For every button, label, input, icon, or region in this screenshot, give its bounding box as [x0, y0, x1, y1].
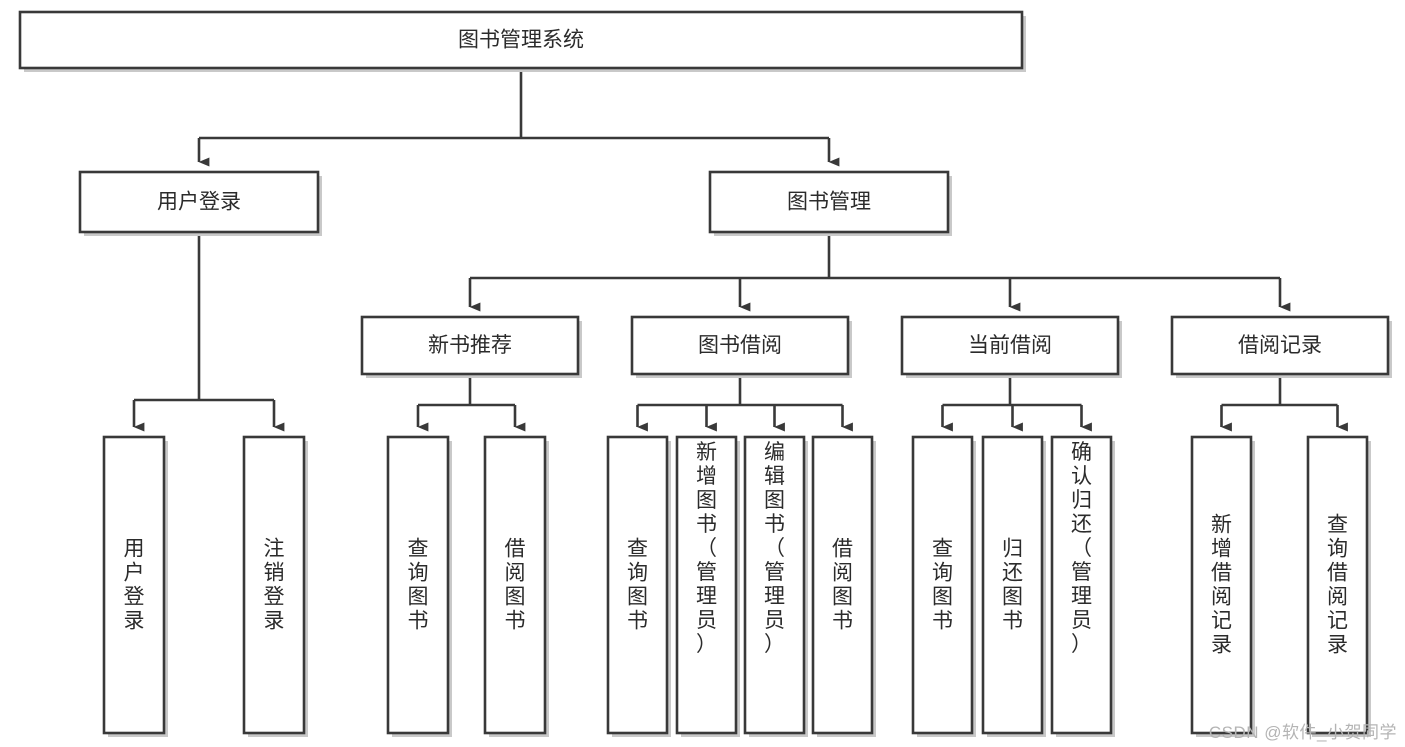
node-user-login[interactable]: 用户登录 — [78, 170, 322, 236]
node-label: 注销登录 — [264, 538, 285, 633]
node-leaf-query-book-1[interactable]: 查询图书 — [386, 435, 452, 737]
node-label: 图书管理系统 — [458, 29, 584, 52]
node-label: 图书借阅 — [698, 334, 782, 357]
node-label: 借阅图书 — [505, 538, 526, 633]
node-label: 图书管理 — [787, 191, 871, 214]
nodes-layer: 图书管理系统用户登录图书管理新书推荐图书借阅当前借阅借阅记录用户登录注销登录查询… — [18, 10, 1392, 737]
node-leaf-user-login[interactable]: 用户登录 — [102, 435, 168, 737]
node-label: 查询图书 — [627, 538, 648, 633]
node-label: 当前借阅 — [968, 334, 1052, 357]
node-root[interactable]: 图书管理系统 — [18, 10, 1026, 72]
node-leaf-return-book[interactable]: 归还图书 — [981, 435, 1046, 737]
node-leaf-edit-book[interactable]: 编辑图书（管理员） — [743, 435, 808, 737]
node-leaf-query-book-2[interactable]: 查询图书 — [606, 435, 671, 737]
node-label: 确认归还（管理员） — [1071, 441, 1092, 656]
edge-group-book-manage — [468, 232, 1291, 312]
node-label: 用户登录 — [124, 538, 145, 633]
node-book-borrow[interactable]: 图书借阅 — [630, 315, 852, 378]
node-label: 借阅图书 — [832, 538, 853, 633]
node-leaf-confirm-return[interactable]: 确认归还（管理员） — [1050, 435, 1115, 737]
edge-group-current-borrow — [941, 374, 1092, 432]
edge-group-user-login — [132, 232, 285, 432]
edge-group-new-book-recommend — [416, 374, 526, 432]
node-label: 查询图书 — [408, 538, 429, 633]
node-current-borrow[interactable]: 当前借阅 — [900, 315, 1122, 378]
node-book-manage[interactable]: 图书管理 — [708, 170, 952, 236]
node-label: 查询图书 — [932, 538, 953, 633]
node-label: 查询借阅记录 — [1327, 514, 1348, 657]
node-label: 借阅记录 — [1238, 334, 1322, 357]
edges-layer — [132, 68, 1348, 432]
node-label: 新增借阅记录 — [1211, 514, 1232, 657]
edge-group-root — [197, 68, 840, 167]
node-leaf-query-book-3[interactable]: 查询图书 — [911, 435, 976, 737]
node-leaf-borrow-book-2[interactable]: 借阅图书 — [811, 435, 876, 737]
watermark-text: CSDN @软件_小贺同学 — [1208, 723, 1397, 742]
node-borrow-record[interactable]: 借阅记录 — [1170, 315, 1392, 378]
edge-group-book-borrow — [636, 374, 853, 432]
node-label: 新书推荐 — [428, 334, 512, 357]
edge-group-borrow-record — [1220, 374, 1348, 432]
node-leaf-query-record[interactable]: 查询借阅记录 — [1306, 435, 1371, 737]
node-label: 新增图书（管理员） — [696, 441, 717, 656]
node-leaf-user-logout[interactable]: 注销登录 — [242, 435, 308, 737]
node-leaf-borrow-book-1[interactable]: 借阅图书 — [483, 435, 549, 737]
node-leaf-add-record[interactable]: 新增借阅记录 — [1190, 435, 1255, 737]
node-label: 编辑图书（管理员） — [764, 441, 785, 656]
node-new-book-recommend[interactable]: 新书推荐 — [360, 315, 582, 378]
node-label: 归还图书 — [1002, 538, 1023, 633]
node-leaf-add-book[interactable]: 新增图书（管理员） — [675, 435, 740, 737]
node-label: 用户登录 — [157, 191, 241, 214]
